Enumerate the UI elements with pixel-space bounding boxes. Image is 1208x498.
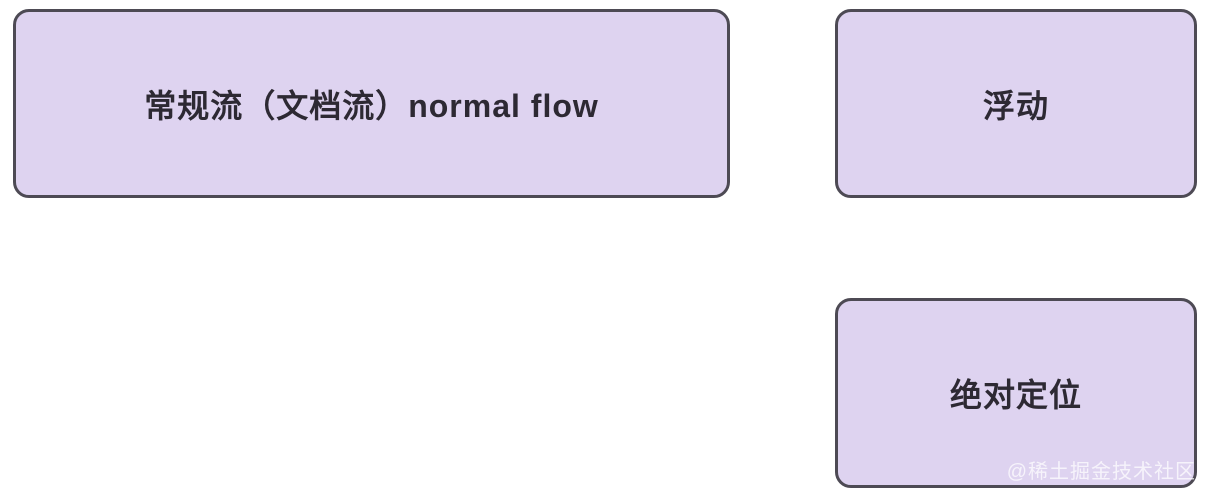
node-float: 浮动 (835, 9, 1197, 198)
node-float-label: 浮动 (982, 87, 1049, 124)
node-absolute-positioning-label: 绝对定位 (949, 377, 1082, 413)
node-normal-flow-label: 常规流（文档流）normal flow (144, 87, 599, 124)
node-absolute-positioning: 绝对定位 (835, 298, 1197, 488)
node-normal-flow: 常规流（文档流）normal flow (13, 9, 730, 198)
